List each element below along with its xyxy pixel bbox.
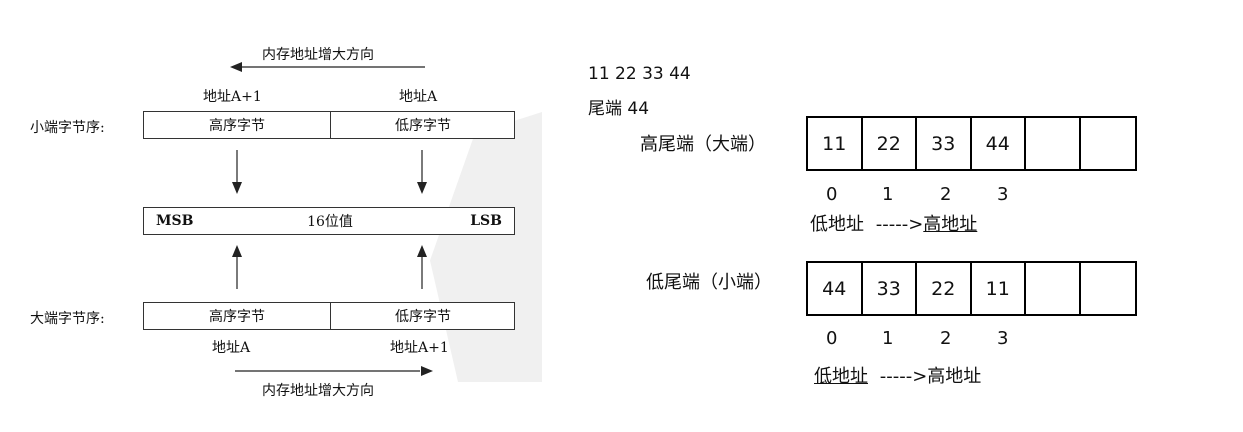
big-cell: 44 [972, 118, 1026, 169]
big-addr-low: 低地址 [810, 214, 864, 235]
big-cell [1026, 118, 1081, 169]
little-addr-low: 低地址 [814, 366, 868, 387]
le-cell-low: 低序字节 [395, 118, 451, 134]
arrow-down-left [232, 150, 242, 194]
be-addr-low: 地址A [212, 340, 251, 356]
le-label: 小端字节序: [30, 120, 105, 136]
le-cell-high: 高序字节 [144, 112, 331, 138]
little-address-direction: 低地址 ----->高地址 [814, 362, 981, 388]
mem-direction-label-top: 内存地址增大方向 [262, 47, 374, 63]
little-endian-label: 低尾端（小端） [646, 272, 772, 293]
le-byte-box: 高序字节 低序字节 [143, 111, 515, 139]
be-label: 大端字节序: [30, 311, 105, 327]
le-addr-high: 地址A+1 [203, 89, 262, 105]
big-index-0: 0 [826, 184, 838, 205]
big-cell: 33 [917, 118, 972, 169]
big-cell: 22 [863, 118, 917, 169]
big-index-3: 3 [997, 184, 1009, 205]
little-addr-high: 高地址 [927, 366, 982, 387]
big-endian-label: 高尾端（大端） [640, 134, 766, 155]
little-cell [1026, 263, 1081, 314]
bytes-sequence: 11 22 33 44 [588, 64, 691, 84]
little-index-0: 0 [826, 328, 838, 349]
little-index-1: 1 [882, 328, 894, 349]
little-cell: 33 [863, 263, 917, 314]
le-addr-low: 地址A [399, 89, 438, 105]
value-box: MSB 16位值 LSB [143, 207, 515, 235]
big-index-2: 2 [940, 184, 952, 205]
direction-arrow-left [230, 62, 425, 72]
value-center-label: 16位值 [307, 214, 353, 230]
little-index-2: 2 [940, 328, 952, 349]
direction-arrow-right [235, 366, 433, 376]
big-cell [1081, 118, 1135, 169]
big-addr-high: 高地址 [923, 214, 978, 235]
big-address-direction: 低地址 ----->高地址 [810, 210, 977, 236]
arrow-down-right [417, 150, 427, 194]
be-cell-high: 高序字节 [144, 303, 331, 329]
mem-direction-label-bottom: 内存地址增大方向 [262, 383, 374, 399]
be-addr-high: 地址A+1 [390, 340, 449, 356]
little-cell: 11 [972, 263, 1026, 314]
big-endian-memory: 11 22 33 44 [806, 116, 1137, 171]
be-byte-box: 高序字节 低序字节 [143, 302, 515, 330]
little-endian-memory: 44 33 22 11 [806, 261, 1137, 316]
little-cell: 22 [917, 263, 972, 314]
big-addr-arrow: -----> [875, 214, 924, 235]
tail-byte: 尾端 44 [588, 99, 650, 119]
big-cell: 11 [808, 118, 863, 169]
little-cell: 44 [808, 263, 863, 314]
little-index-3: 3 [997, 328, 1009, 349]
arrow-up-right [417, 245, 427, 289]
big-index-1: 1 [882, 184, 894, 205]
little-cell [1081, 263, 1135, 314]
lsb-label: LSB [470, 213, 502, 229]
msb-label: MSB [156, 213, 194, 229]
be-cell-low: 低序字节 [395, 309, 451, 325]
little-addr-arrow: -----> [879, 366, 928, 387]
arrow-up-left [232, 245, 242, 289]
